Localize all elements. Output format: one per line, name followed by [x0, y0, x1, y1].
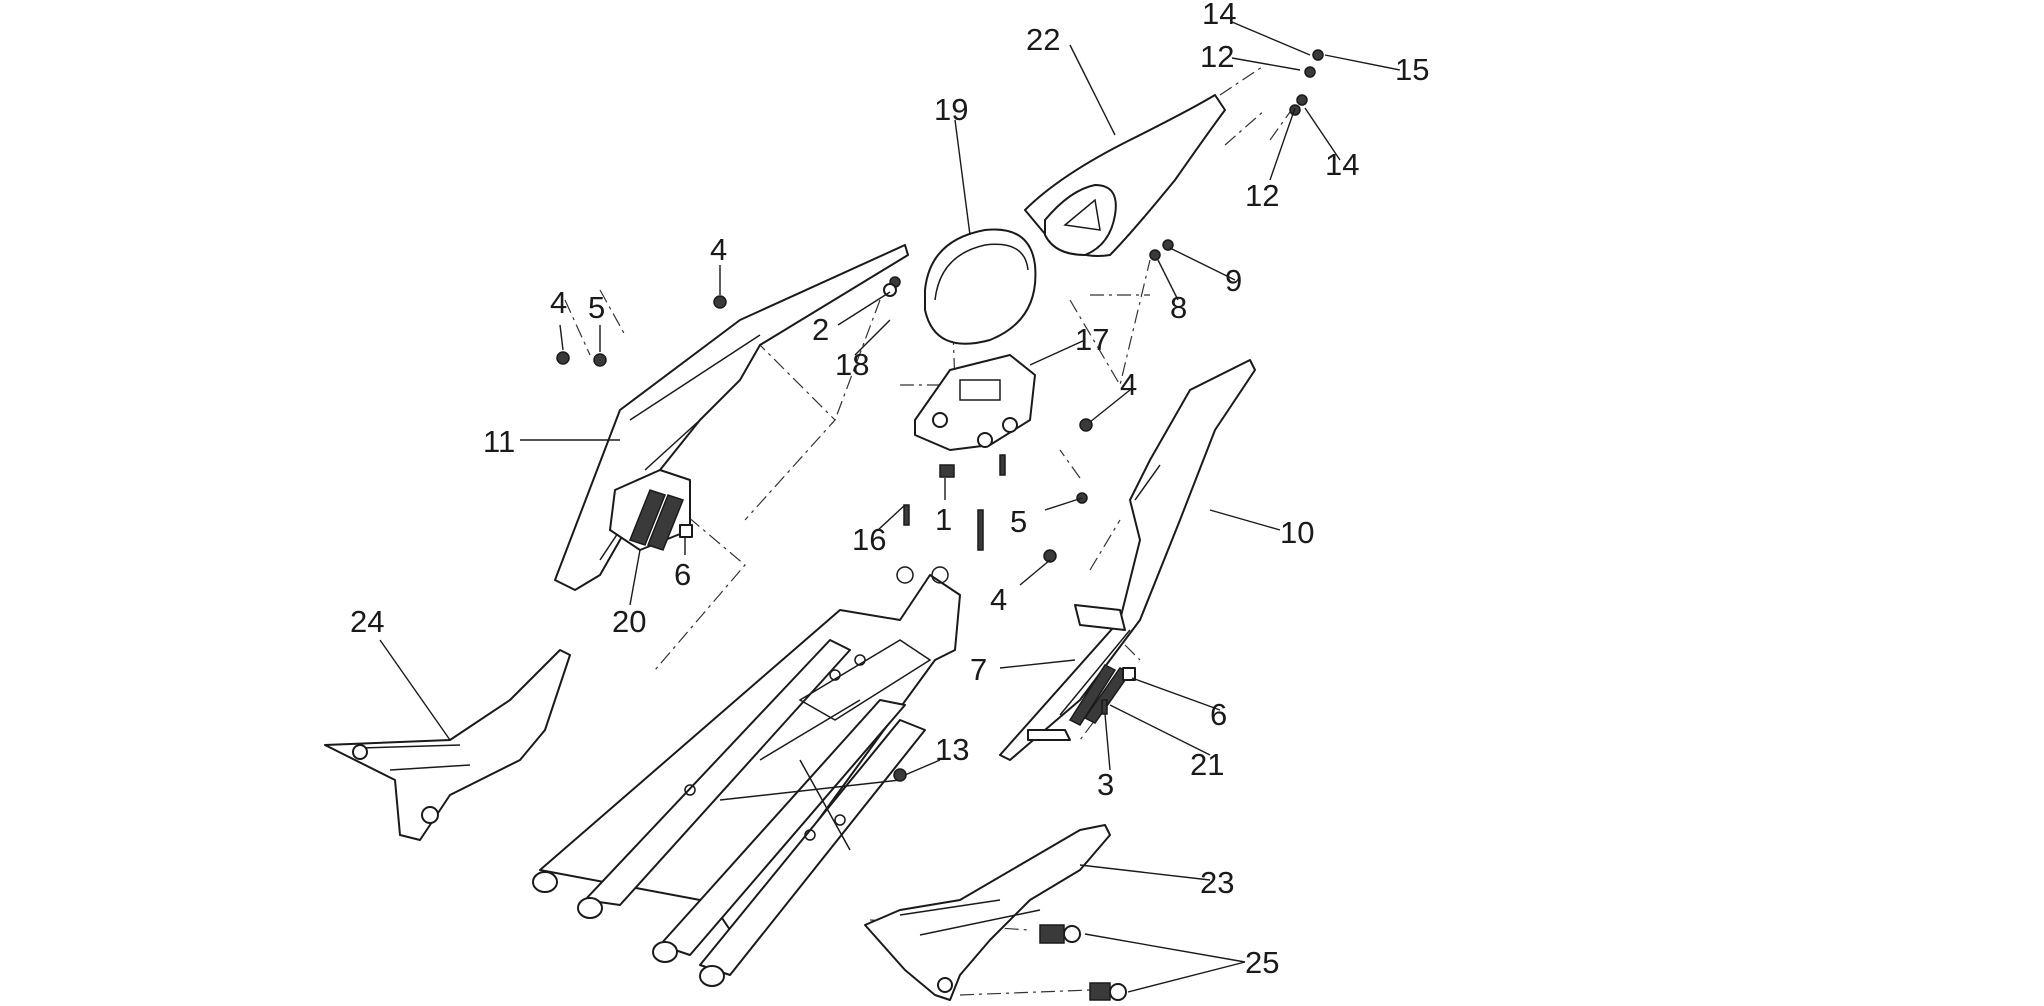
callout-13: 13	[935, 732, 969, 767]
callout-12-top: 12	[1200, 39, 1234, 74]
callout-12-lower: 12	[1245, 178, 1279, 213]
callout-labels: 14 22 12 15 19 14 12 4 9 4 5 8 2 17 18 4…	[350, 0, 1429, 980]
callout-1: 1	[935, 502, 952, 537]
callout-7: 7	[970, 652, 987, 687]
callout-24: 24	[350, 604, 384, 639]
callout-14-top: 14	[1202, 0, 1236, 31]
tail-cowl	[1024, 94, 1226, 257]
hardware-screws	[556, 49, 1324, 1001]
callout-6-left: 6	[674, 557, 691, 592]
callout-3: 3	[1097, 767, 1114, 802]
callout-22: 22	[1026, 22, 1060, 57]
callout-4-right: 4	[1120, 367, 1137, 402]
callout-9: 9	[1225, 263, 1242, 298]
right-side-panel	[999, 359, 1256, 761]
callout-16: 16	[852, 522, 886, 557]
callout-leader-lines	[379, 21, 1401, 993]
left-side-panel	[554, 244, 909, 591]
callout-17: 17	[1075, 322, 1109, 357]
callout-21: 21	[1190, 747, 1224, 782]
seat	[924, 228, 1037, 345]
callout-4-lower: 4	[990, 582, 1007, 617]
callout-14-right: 14	[1325, 147, 1359, 182]
callout-20: 20	[612, 604, 646, 639]
lower-cover-23	[864, 824, 1111, 1001]
rear-subframe	[532, 566, 961, 987]
front-cover-24	[324, 649, 571, 841]
central-bracket	[914, 354, 1036, 451]
callout-5-right: 5	[1010, 504, 1027, 539]
callout-4-upper: 4	[710, 232, 727, 267]
callout-11: 11	[483, 424, 515, 459]
callout-10: 10	[1280, 515, 1314, 550]
callout-5-left: 5	[588, 290, 605, 325]
callout-25: 25	[1245, 945, 1279, 980]
callout-2: 2	[812, 312, 829, 347]
callout-8: 8	[1170, 290, 1187, 325]
callout-18: 18	[835, 347, 869, 382]
callout-4-left: 4	[550, 285, 567, 320]
callout-15: 15	[1395, 52, 1429, 87]
callout-19: 19	[934, 92, 968, 127]
callout-23: 23	[1200, 865, 1234, 900]
callout-6-right: 6	[1210, 697, 1227, 732]
